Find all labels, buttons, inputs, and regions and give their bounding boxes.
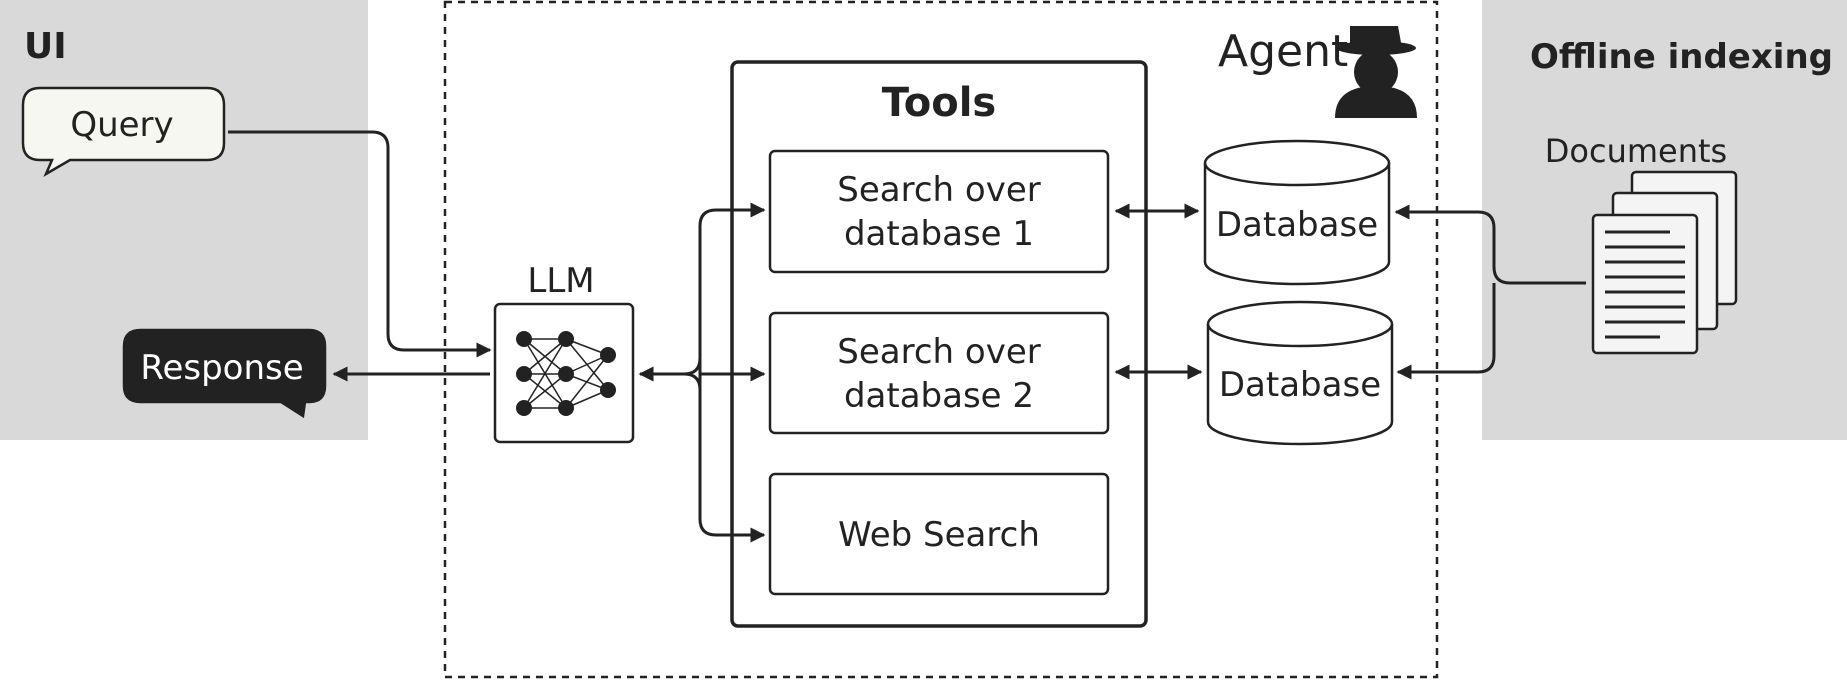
- documents-to-databases-connector: [1398, 210, 1586, 374]
- documents-stack-icon: [1591, 170, 1738, 355]
- neural-network-icon: [516, 331, 616, 416]
- llm-label: LLM: [527, 261, 594, 301]
- offline-indexing-panel: Offline indexing Documents: [1482, 0, 1847, 440]
- ui-panel: UI Query Response: [0, 0, 368, 440]
- tool-search-database-2: Search over database 2: [768, 311, 1110, 435]
- query-bubble: Query: [21, 86, 226, 177]
- database-1-label: Database: [1216, 205, 1378, 245]
- agent-label: Agent: [1218, 26, 1348, 77]
- query-to-llm-arrow: [228, 130, 492, 358]
- agent-boundary: [443, 0, 1439, 679]
- database-2: Database: [1206, 300, 1394, 446]
- llm-node: LLM: [493, 261, 635, 444]
- tool-search-database-1: Search over database 1: [768, 149, 1110, 274]
- tools-container: Tools Search over database 1 Search over…: [730, 60, 1148, 628]
- response-bubble: Response: [122, 328, 327, 419]
- tool-2-line-1: Search over: [837, 332, 1040, 372]
- tool-1-line-2: database 1: [844, 214, 1034, 254]
- tools-title: Tools: [882, 80, 996, 126]
- response-label: Response: [140, 348, 303, 388]
- tool-web-search: Web Search: [768, 472, 1110, 596]
- offline-indexing-title: Offline indexing: [1530, 37, 1833, 77]
- documents-label: Documents: [1545, 132, 1727, 170]
- query-label: Query: [70, 105, 173, 145]
- tool-1-line-1: Search over: [837, 170, 1040, 210]
- spy-agent-icon: [1335, 26, 1417, 118]
- database-2-label: Database: [1219, 365, 1381, 405]
- database-1: Database: [1203, 139, 1391, 286]
- tool-3-label: Web Search: [838, 515, 1040, 555]
- tool-2-line-2: database 2: [844, 376, 1034, 416]
- llm-tools-bracket: [683, 208, 762, 537]
- ui-panel-title: UI: [24, 26, 67, 67]
